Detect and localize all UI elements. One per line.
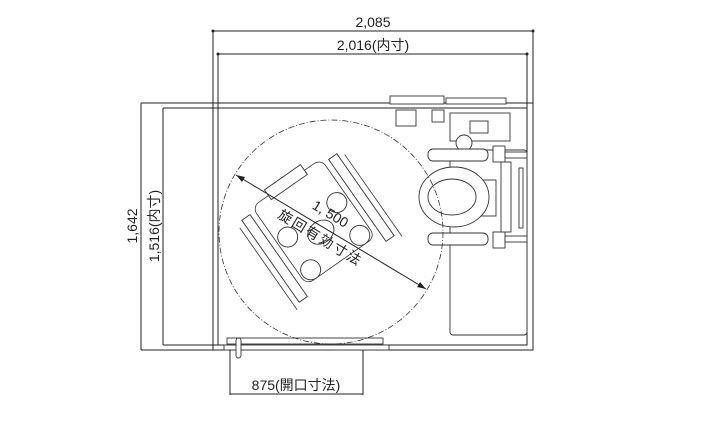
toilet xyxy=(418,145,528,336)
door-opening-label: 875(開口寸法) xyxy=(252,377,341,393)
door-opening-dimension: 875(開口寸法) xyxy=(229,350,364,395)
inner-depth-label: 1,516(内寸) xyxy=(146,190,162,262)
wall-fixtures xyxy=(389,95,511,152)
outer-width-label: 2,085 xyxy=(355,14,390,30)
inner-width-label: 2,016(内寸) xyxy=(337,37,409,53)
outer-depth-dimension: 1,642 xyxy=(124,102,213,351)
outer-depth-label: 1,642 xyxy=(124,208,140,243)
outer-width-dimension: 2,085 xyxy=(211,14,535,103)
inner-width-dimension: 2,016(内寸) xyxy=(216,37,529,108)
wheelchair-icon xyxy=(239,153,403,310)
inner-depth-dimension: 1,516(内寸) xyxy=(146,107,218,346)
